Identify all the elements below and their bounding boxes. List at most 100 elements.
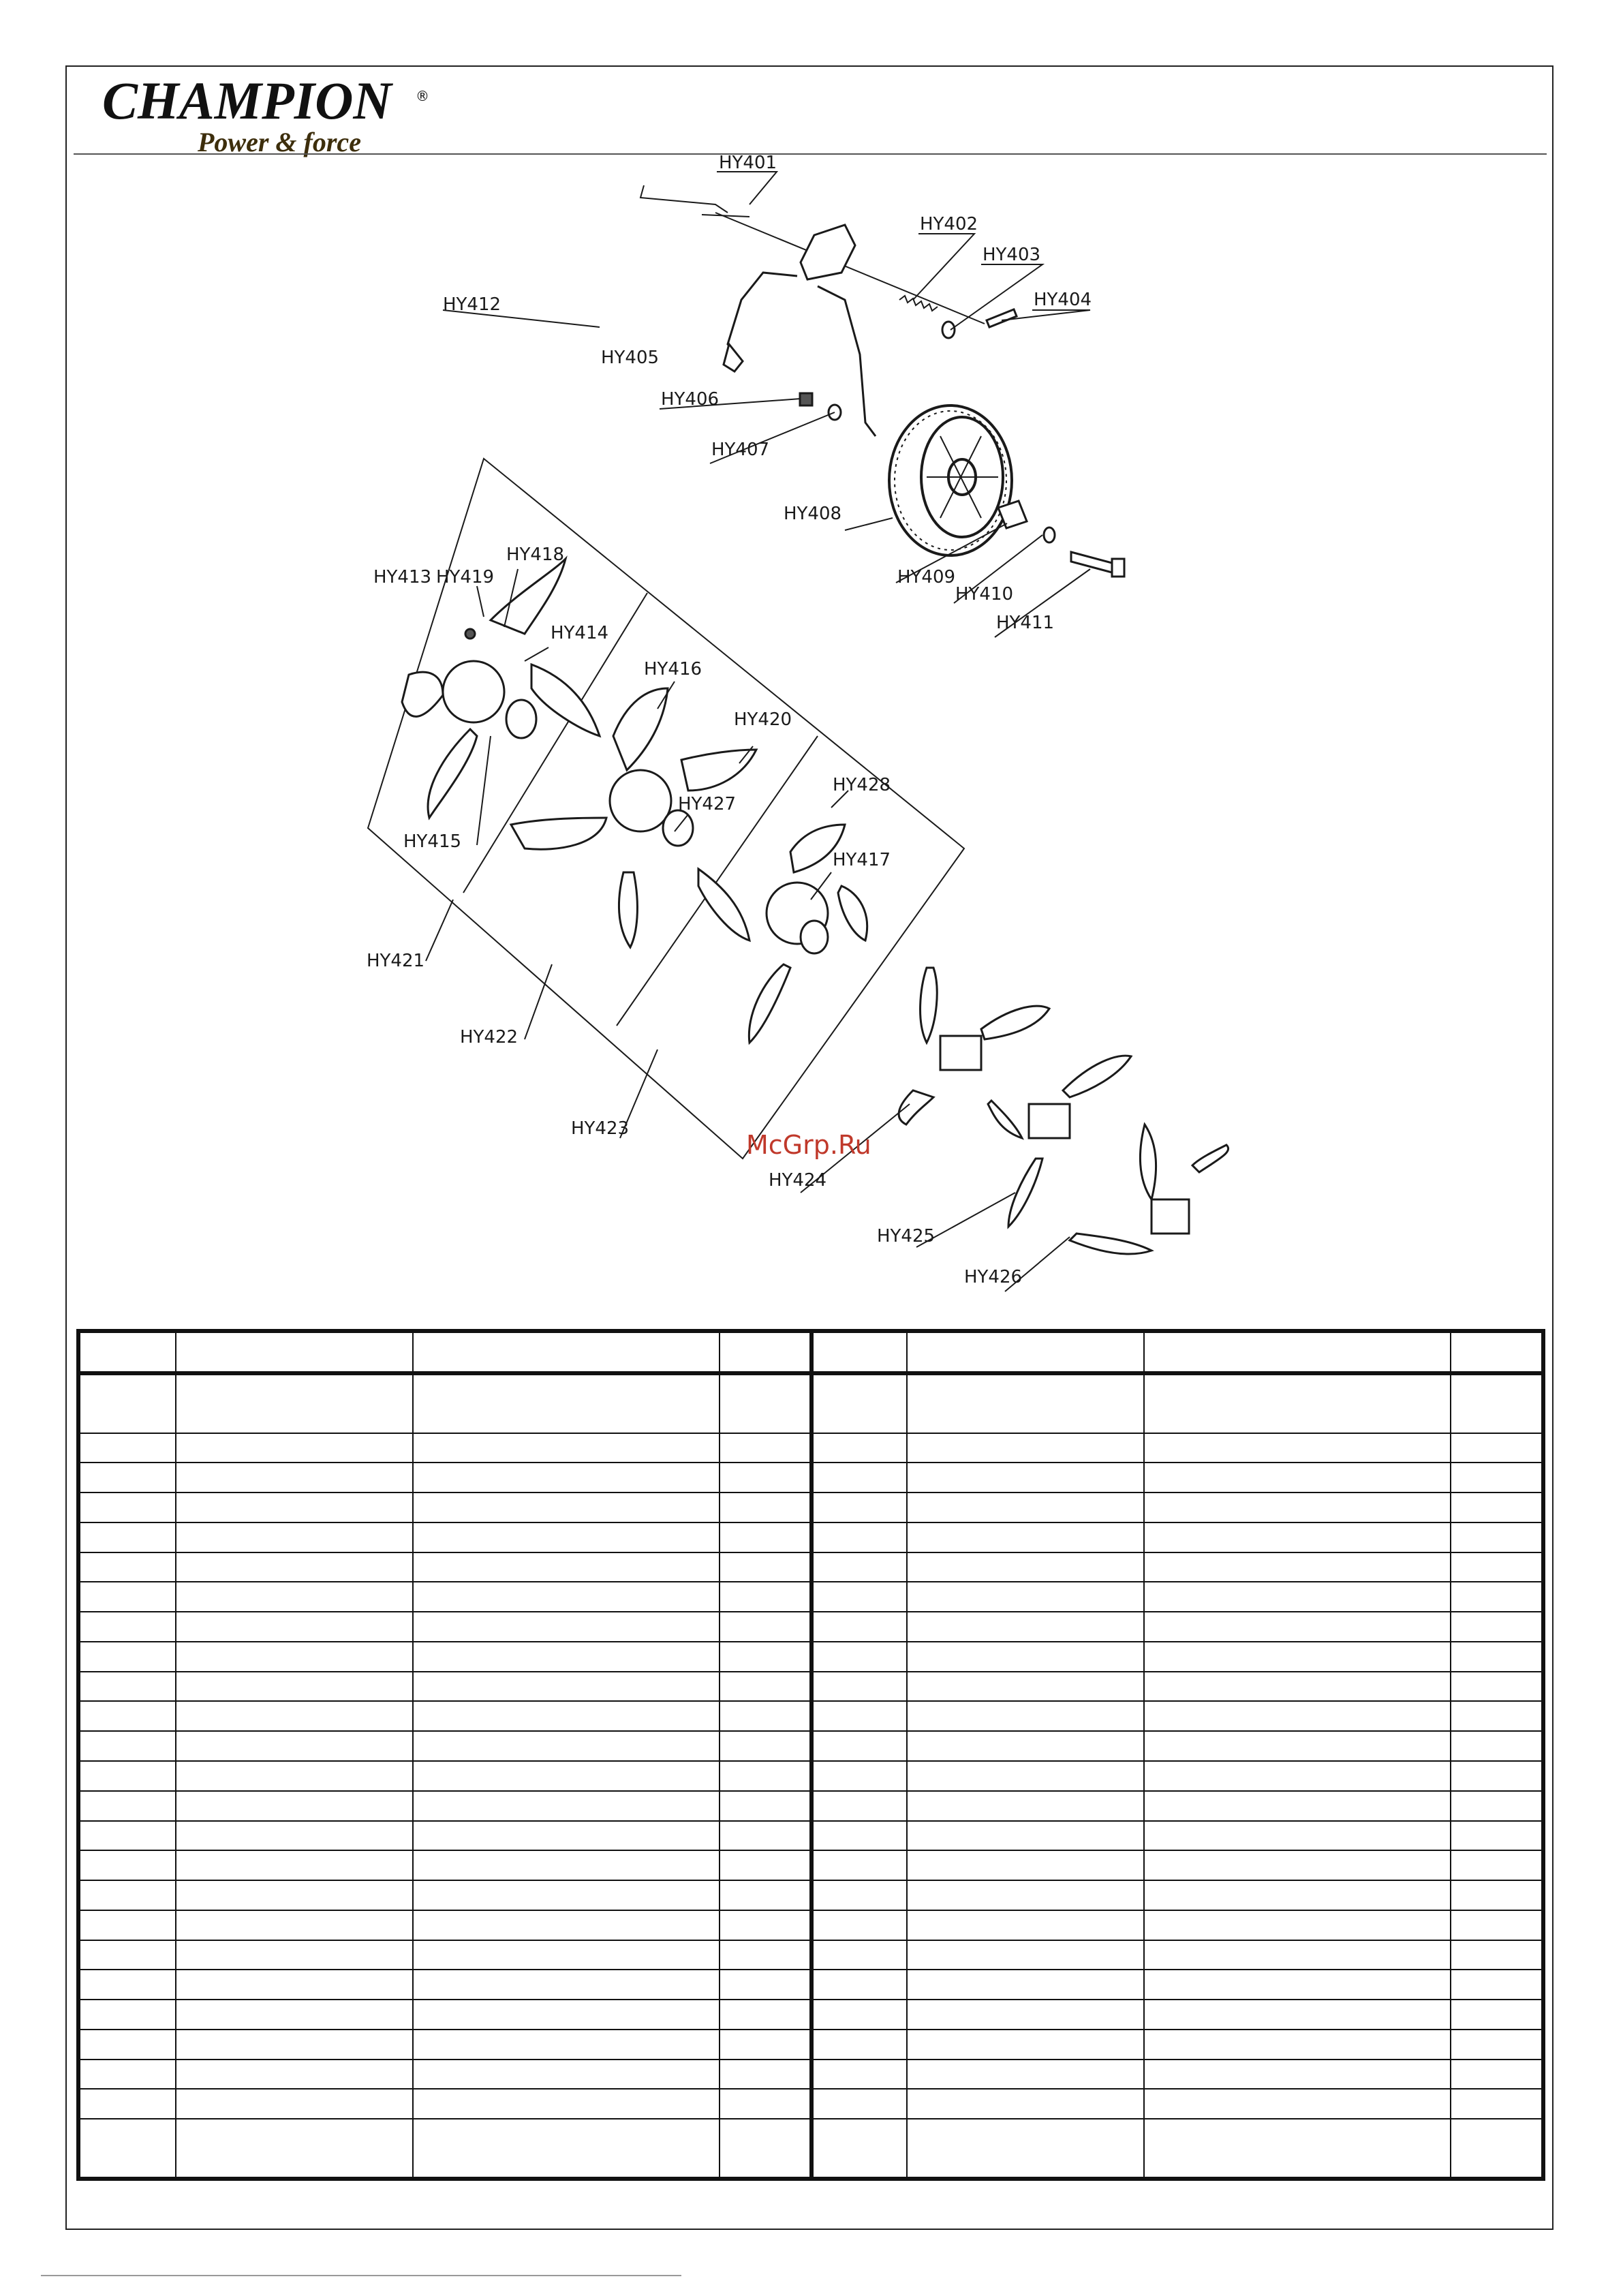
table-cell: [1449, 2028, 1545, 2060]
table-cell: [1449, 2058, 1545, 2090]
table-cell: [1449, 1999, 1545, 2030]
parts-table-body: [77, 1373, 1545, 2179]
callout-hy402: HY402: [920, 214, 978, 234]
table-cell: [1449, 1581, 1545, 1613]
table-row: [77, 2058, 1545, 2090]
table-header-cell: [906, 1330, 1145, 1375]
table-cell: [77, 1432, 177, 1464]
table-cell: [810, 1373, 908, 1434]
table-cell: [77, 1939, 177, 1971]
table-cell: [718, 1790, 814, 1822]
callout-hy410: HY410: [955, 584, 1013, 604]
table-cell: [1449, 1880, 1545, 1911]
callout-hy424: HY424: [769, 1170, 826, 1191]
table-row: [77, 1492, 1545, 1523]
page-frame: [65, 65, 1554, 2230]
table-cell: [175, 1700, 414, 1732]
logo-tagline: Power & force: [197, 127, 361, 157]
table-cell: [412, 1880, 720, 1911]
table-cell: [906, 1640, 1145, 1672]
table-cell: [412, 1790, 720, 1822]
logo-wordmark: CHAMPION: [102, 76, 393, 130]
table-cell: [412, 2058, 720, 2090]
table-cell: [718, 1551, 814, 1583]
table-header-cell: [1449, 1330, 1545, 1375]
table-cell: [1143, 1850, 1451, 1882]
table-cell: [906, 2118, 1145, 2179]
table-cell: [175, 1850, 414, 1882]
table-cell: [810, 1492, 908, 1523]
table-row: [77, 1640, 1545, 1672]
table-cell: [412, 1581, 720, 1613]
table-cell: [1143, 1611, 1451, 1642]
table-cell: [906, 1521, 1145, 1553]
callout-hy415: HY415: [403, 831, 461, 852]
table-cell: [810, 1939, 908, 1971]
table-row: [77, 1820, 1545, 1852]
table-row: [77, 1551, 1545, 1583]
table-cell: [906, 2088, 1145, 2120]
table-cell: [412, 1820, 720, 1852]
tiller-rotor-a: [401, 555, 602, 821]
table-cell: [175, 1820, 414, 1852]
table-cell: [718, 1760, 814, 1792]
table-cell: [810, 1790, 908, 1822]
table-row: [77, 1999, 1545, 2030]
watermark: McGrp.Ru: [746, 1130, 871, 1160]
wheel-bracket-assembly: [639, 185, 1018, 437]
table-cell: [77, 1850, 177, 1882]
table-cell: [77, 1880, 177, 1911]
logo-registered-mark: ®: [416, 88, 429, 104]
table-cell: [1143, 1551, 1451, 1583]
table-cell: [175, 2088, 414, 2120]
table-row: [77, 1790, 1545, 1822]
table-cell: [718, 1820, 814, 1852]
table-cell: [1449, 2088, 1545, 2120]
table-cell: [810, 1820, 908, 1852]
table-cell: [412, 1551, 720, 1583]
table-cell: [1449, 1432, 1545, 1464]
table-cell: [175, 2028, 414, 2060]
table-cell: [718, 1640, 814, 1672]
table-cell: [810, 1730, 908, 1762]
table-cell: [1449, 1700, 1545, 1732]
table-row: [77, 2028, 1545, 2060]
table-cell: [412, 1611, 720, 1642]
table-cell: [1143, 1909, 1451, 1941]
table-cell: [718, 2088, 814, 2120]
table-cell: [175, 1909, 414, 1941]
table-cell: [412, 1760, 720, 1792]
table-cell: [77, 2028, 177, 2060]
table-cell: [175, 1521, 414, 1553]
table-cell: [906, 1551, 1145, 1583]
tine-set-hy425: [987, 1054, 1133, 1229]
table-cell: [1449, 2118, 1545, 2179]
table-cell: [412, 1730, 720, 1762]
table-cell: [810, 1551, 908, 1583]
table-cell: [1449, 1670, 1545, 1702]
table-cell: [906, 1909, 1145, 1941]
footer-rule: [41, 2275, 681, 2276]
table-cell: [718, 2118, 814, 2179]
axle-parts: [997, 500, 1126, 578]
table-cell: [810, 2028, 908, 2060]
callout-hy408: HY408: [784, 504, 841, 524]
table-cell: [718, 2058, 814, 2090]
table-header-cell: [175, 1330, 414, 1375]
table-cell: [906, 1790, 1145, 1822]
table-cell: [906, 2058, 1145, 2090]
table-cell: [718, 1462, 814, 1494]
table-cell: [412, 1462, 720, 1494]
table-cell: [412, 1670, 720, 1702]
table-cell: [810, 1611, 908, 1642]
table-cell: [1143, 1730, 1451, 1762]
table-cell: [906, 1373, 1145, 1434]
table-cell: [906, 1581, 1145, 1613]
table-cell: [1143, 1820, 1451, 1852]
table-cell: [718, 2028, 814, 2060]
table-cell: [810, 2118, 908, 2179]
table-cell: [412, 1939, 720, 1971]
callout-leaders: [425, 171, 1091, 1292]
table-cell: [718, 1611, 814, 1642]
